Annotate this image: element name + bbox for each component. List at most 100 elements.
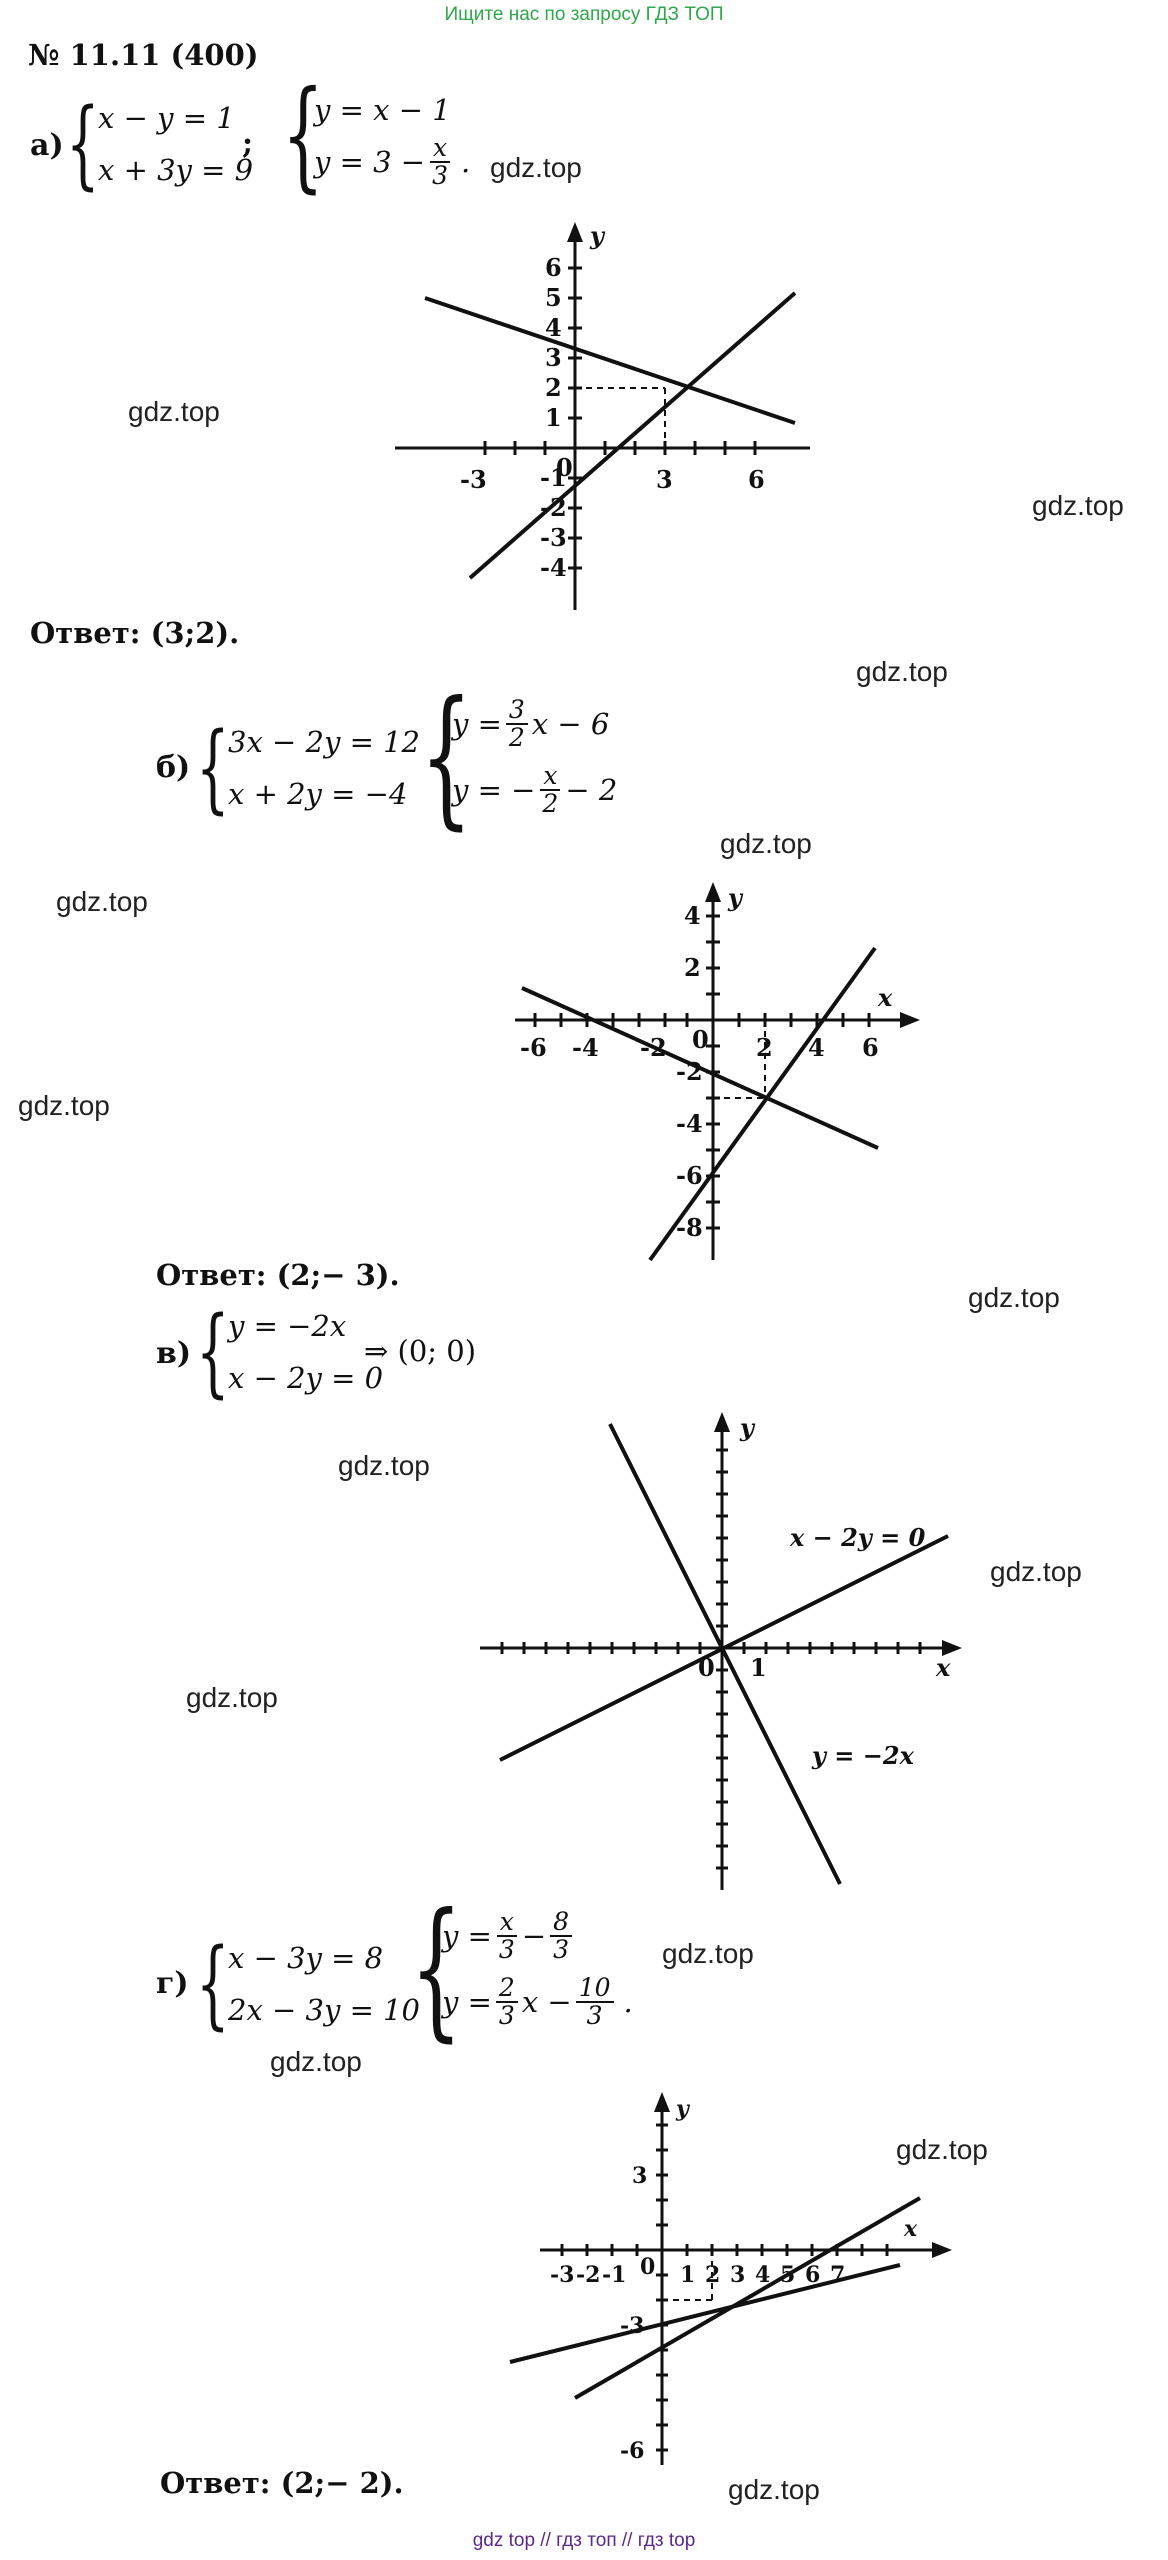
part-a-system1: { x − y = 1 x + 3y = 9 bbox=[66, 88, 254, 200]
y-arrow bbox=[654, 2092, 670, 2112]
part-v-system1: { y = −2x x − 2y = 0 bbox=[196, 1296, 384, 1408]
tick-x: 4 bbox=[808, 1033, 825, 1062]
graph-b: -6 -4 -2 0 2 4 6 4 2 -2 -4 -6 -8 y x bbox=[515, 882, 920, 1262]
part-g-label: г) bbox=[156, 1966, 189, 2001]
tick-y: 3 bbox=[632, 2163, 647, 2189]
line-y-minus-x-2-minus-2 bbox=[521, 986, 879, 1150]
footer-text: gdz top // гдз топ // гдз top bbox=[472, 2530, 696, 2551]
tick-x: -2 bbox=[576, 2262, 600, 2288]
part-v-result: ⇒ (0; 0) bbox=[364, 1334, 477, 1368]
line-y-3-2x-minus-6 bbox=[648, 946, 877, 1262]
tick-y: -6 bbox=[620, 2438, 644, 2464]
x-axis-label: x bbox=[877, 983, 893, 1012]
y-arrow bbox=[714, 1412, 730, 1432]
y-axis-label: y bbox=[727, 883, 744, 912]
tick-x: -1 bbox=[602, 2262, 626, 2288]
tick-x: 6 bbox=[862, 1033, 879, 1062]
y-axis-label: y bbox=[675, 2096, 691, 2122]
watermark: gdz.top bbox=[896, 2134, 988, 2165]
tick-y: 2 bbox=[684, 953, 701, 982]
y-arrow bbox=[567, 222, 583, 242]
tick-origin: 0 bbox=[556, 453, 573, 482]
y-axis-label: y bbox=[589, 221, 606, 250]
x-arrow bbox=[900, 1012, 920, 1028]
tick-origin: 0 bbox=[692, 1025, 709, 1054]
tick-x: 6 bbox=[805, 2262, 820, 2288]
x-arrow bbox=[932, 2242, 952, 2258]
line-label: y = −2x bbox=[811, 1741, 915, 1770]
tick-y: 5 bbox=[545, 283, 562, 312]
tick-x: -2 bbox=[640, 1033, 667, 1062]
watermark: gdz.top bbox=[128, 396, 220, 427]
watermark: gdz.top bbox=[186, 1682, 278, 1713]
tick-y: -2 bbox=[540, 493, 567, 522]
watermark: gdz.top bbox=[720, 828, 812, 859]
tick-x: 1 bbox=[750, 1653, 767, 1682]
x-axis-label: x bbox=[903, 2216, 918, 2242]
tick-y: 4 bbox=[545, 313, 562, 342]
graph-v: 0 1 y x x − 2y = 0 y = −2x bbox=[480, 1412, 962, 1890]
tick-x: -4 bbox=[572, 1033, 599, 1062]
tick-x: 6 bbox=[748, 465, 765, 494]
tick-y: 2 bbox=[545, 373, 562, 402]
part-g-answer: Ответ: (2;− 2). bbox=[160, 2466, 404, 2500]
watermark: gdz.top bbox=[1032, 490, 1124, 521]
promo-text: Ищите нас по запросу ГДЗ ТОП bbox=[444, 4, 724, 25]
y-arrow bbox=[705, 882, 721, 902]
tick-y: -6 bbox=[676, 1161, 703, 1190]
x-arrow bbox=[942, 1640, 962, 1656]
tick-y: -2 bbox=[676, 1057, 703, 1086]
part-g-system1: { x − 3y = 8 2x − 3y = 10 bbox=[196, 1928, 421, 2040]
tick-y: -8 bbox=[676, 1213, 703, 1242]
tick-x: 7 bbox=[830, 2262, 845, 2288]
part-b-answer: Ответ: (2;− 3). bbox=[156, 1258, 400, 1292]
tick-x: 4 bbox=[755, 2262, 770, 2288]
y-axis-label: y bbox=[739, 1413, 756, 1442]
watermark: gdz.top bbox=[18, 1090, 110, 1121]
part-b-system1: { 3x − 2y = 12 x + 2y = −4 bbox=[196, 712, 421, 824]
watermark: gdz.top bbox=[56, 886, 148, 917]
tick-y: -4 bbox=[540, 553, 567, 582]
tick-origin: 0 bbox=[698, 1653, 715, 1682]
graph-a: -3 0 3 6 6 5 4 3 2 1 -1 -2 -3 -4 y bbox=[395, 221, 810, 610]
tick-x: 5 bbox=[780, 2262, 795, 2288]
tick-x: -3 bbox=[550, 2262, 574, 2288]
part-a-answer: Ответ: (3;2). bbox=[30, 616, 240, 650]
line-y-minus-2x bbox=[608, 1423, 842, 1885]
watermark: gdz.top bbox=[490, 152, 582, 183]
tick-x: 2 bbox=[705, 2262, 720, 2288]
line-y-x-3-minus-8-3 bbox=[509, 2263, 901, 2364]
watermark: gdz.top bbox=[728, 2474, 820, 2505]
tick-x: -3 bbox=[460, 465, 487, 494]
tick-y: -3 bbox=[620, 2313, 644, 2339]
watermark: gdz.top bbox=[338, 1450, 430, 1481]
tick-x: 2 bbox=[756, 1033, 773, 1062]
tick-y: 4 bbox=[684, 901, 701, 930]
part-b-label: б) bbox=[156, 750, 191, 785]
line-y-x-minus-1 bbox=[468, 291, 797, 580]
part-a-label: а) bbox=[30, 128, 64, 163]
tick-origin: 0 bbox=[640, 2254, 655, 2280]
line-y-3-minus-x-3 bbox=[424, 296, 796, 425]
tick-y: -1 bbox=[540, 463, 567, 492]
tick-x: -6 bbox=[520, 1033, 547, 1062]
tick-x: 1 bbox=[680, 2262, 695, 2288]
x-axis-label: x bbox=[935, 1653, 951, 1682]
part-v-label: в) bbox=[156, 1336, 192, 1371]
tick-y: -4 bbox=[676, 1109, 703, 1138]
line-y-2-3x-minus-10-3 bbox=[573, 2196, 922, 2400]
line-label: x − 2y = 0 bbox=[789, 1523, 926, 1552]
watermark: gdz.top bbox=[990, 1556, 1082, 1587]
tick-x: 3 bbox=[730, 2262, 745, 2288]
tick-y: -3 bbox=[540, 523, 567, 552]
tick-y: 6 bbox=[545, 253, 562, 282]
tick-x: 3 bbox=[656, 465, 673, 494]
watermark: gdz.top bbox=[856, 656, 948, 687]
watermark: gdz.top bbox=[662, 1938, 754, 1969]
watermark: gdz.top bbox=[270, 2046, 362, 2077]
tick-y: 1 bbox=[545, 403, 562, 432]
exercise-title: № 11.11 (400) bbox=[28, 38, 259, 72]
